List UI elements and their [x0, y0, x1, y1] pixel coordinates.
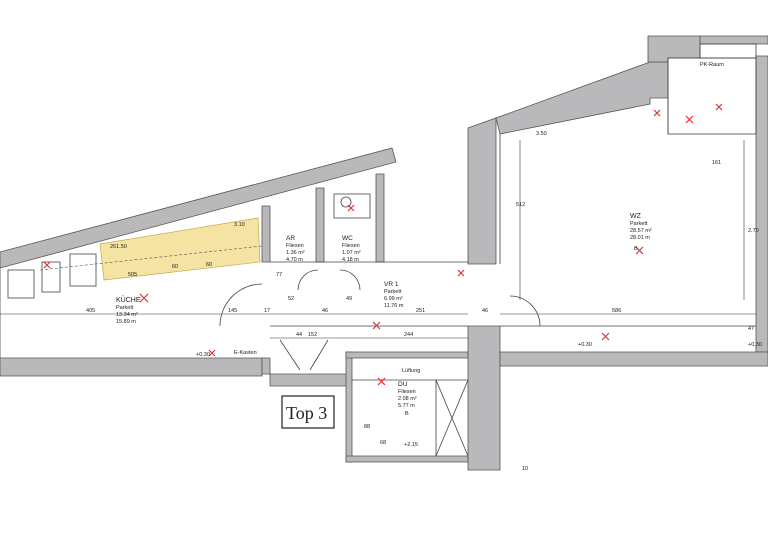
- dim-ar-h: 77: [276, 272, 282, 278]
- upper-right-cap: [699, 35, 768, 45]
- du-area: 2.08 m²: [398, 396, 417, 402]
- du-left-wall: [345, 351, 353, 463]
- du-bottom-wall: [345, 455, 469, 463]
- vr-area: 6.99 m²: [384, 296, 403, 302]
- corner-number: 10: [522, 466, 528, 472]
- wz-perimeter: 28.01 m: [630, 235, 650, 241]
- ar-perimeter: 4.70 m: [286, 257, 303, 263]
- level-right: +0.30: [748, 342, 762, 348]
- central-wall: [467, 117, 497, 265]
- ar-wc-wall: [315, 187, 325, 263]
- room-vr: VR 1 Parkett 6.99 m² 11.76 m: [384, 281, 404, 309]
- dim-vr-a: 44: [296, 332, 302, 338]
- room-ar: AR Fliesen 1.36 m² 4.70 m: [286, 235, 305, 263]
- dim-k-row2: 60: [172, 264, 178, 270]
- dim-k-c: 46: [322, 308, 328, 314]
- dimension-lines: [0, 140, 756, 339]
- lueftung-label: Lüftung: [402, 368, 420, 374]
- top-label: Top 3: [286, 403, 327, 423]
- level-left: +0.30: [196, 352, 210, 358]
- section-wz: B: [634, 246, 638, 252]
- vr-floor: Parkett: [384, 289, 402, 295]
- level-mid: +0.30: [578, 342, 592, 348]
- central-wall-lower: [467, 325, 501, 471]
- door-swings: [219, 269, 541, 371]
- wz-name: WZ: [630, 213, 642, 220]
- dim-k-a: 145: [228, 308, 237, 314]
- kitchen-right-wall: [261, 205, 271, 263]
- ar-floor: Fliesen: [286, 243, 304, 249]
- du-top-wall: [345, 351, 469, 359]
- dim-wc-w: 49: [346, 296, 352, 302]
- wc-right-wall: [375, 173, 385, 263]
- wc-area: 1.07 m²: [342, 250, 361, 256]
- dim-wz-right: 47: [748, 326, 754, 332]
- dim-du-a: 88: [364, 424, 370, 430]
- dim-top-a: 3.10: [234, 222, 245, 228]
- wc-name: WC: [342, 235, 353, 242]
- kueche-perimeter: 15.89 m: [116, 319, 136, 325]
- dimension-texts: 405 145 17 46 251 46 586 47 505 60 60 52…: [86, 160, 754, 446]
- dim-k-b: 17: [264, 308, 270, 314]
- wc-perimeter: 4.18 m: [342, 257, 359, 263]
- right-column: [755, 55, 768, 353]
- wz-height: 2.70: [748, 228, 759, 234]
- interior-lines: [0, 43, 757, 457]
- dim-k-d: 251: [416, 308, 425, 314]
- level-du: +2.15: [404, 442, 418, 448]
- dim-top-b: 261.50: [110, 244, 127, 250]
- kueche-floor: Parkett: [116, 305, 134, 311]
- level-top: 3.50: [536, 131, 547, 137]
- dim-k-row1: 505: [128, 272, 137, 278]
- dim-k-total: 405: [86, 308, 95, 314]
- wz-area: 28.57 m²: [630, 228, 652, 234]
- room-kueche: KÜCHE Parkett 13.34 m² 15.89 m: [116, 296, 141, 325]
- dim-ar-w: 52: [288, 296, 294, 302]
- kitchen-counter: [7, 193, 371, 299]
- dim-wz-v2: 161: [712, 160, 721, 166]
- wz-bottom-wall: [499, 351, 768, 367]
- du-perimeter: 5.77 m: [398, 403, 415, 409]
- wz-floor: Parkett: [630, 221, 648, 227]
- room-wc: WC Fliesen 1.07 m² 4.18 m: [342, 235, 361, 263]
- dim-vr-c: 244: [404, 332, 413, 338]
- dim-k-e: 46: [482, 308, 488, 314]
- e-kasten-label: E-Kasten: [234, 350, 257, 356]
- dim-k-row3: 60: [206, 262, 212, 268]
- pk-room-label: PK-Raum: [700, 62, 724, 68]
- diagonal-wall: [0, 147, 397, 269]
- wz-top-wall: [495, 61, 669, 135]
- wc-floor: Fliesen: [342, 243, 360, 249]
- dim-du-b: 68: [380, 440, 386, 446]
- red-markers: [43, 103, 723, 386]
- room-wz: WZ Parkett 28.57 m² 28.01 m: [630, 213, 652, 241]
- room-du: DU Fliesen 2.08 m² 5.77 m: [398, 381, 417, 409]
- du-floor: Fliesen: [398, 389, 416, 395]
- vr-name: VR 1: [384, 281, 399, 288]
- dim-wz-width: 586: [612, 308, 621, 314]
- bottom-wall-left: [0, 357, 263, 377]
- vr-perimeter: 11.76 m: [384, 303, 404, 309]
- du-name: DU: [398, 381, 408, 388]
- kueche-area: 13.34 m²: [116, 312, 138, 318]
- walls: [0, 35, 768, 471]
- top-box: [281, 395, 335, 429]
- dim-vr-b: 152: [308, 332, 317, 338]
- section-du: B: [405, 411, 409, 417]
- kueche-name: KÜCHE: [116, 296, 141, 304]
- bottom-wall-mid: [261, 357, 351, 387]
- dim-wz-v: 512: [516, 202, 525, 208]
- ar-area: 1.36 m²: [286, 250, 305, 256]
- ar-name: AR: [286, 235, 295, 242]
